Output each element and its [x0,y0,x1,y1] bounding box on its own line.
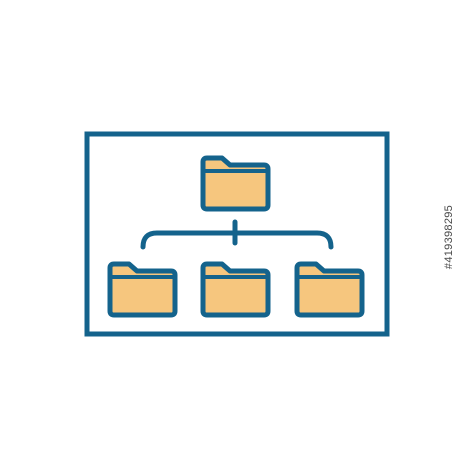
child-folder-middle-icon [200,261,271,318]
frame-rectangle [84,131,390,337]
child-folder-right-icon [294,261,365,318]
stock-id-watermark: #419398295 [443,204,455,270]
parent-folder-icon [200,155,271,212]
child-folder-left-icon [107,261,178,318]
hierarchy-connectors [140,219,334,250]
